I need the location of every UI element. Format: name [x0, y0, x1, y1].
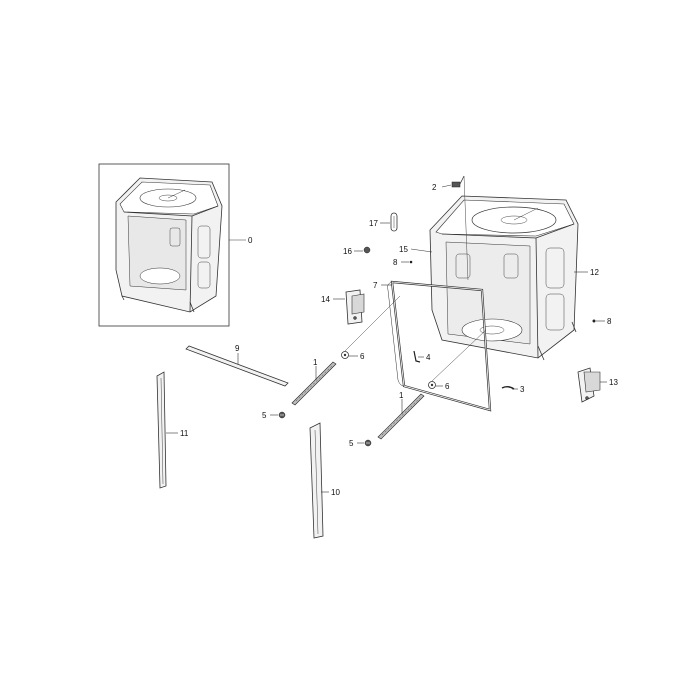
part-1-rail-right	[377, 393, 425, 440]
callout-3: 3	[520, 385, 525, 394]
callout-5a: 5	[262, 411, 267, 420]
callout-13: 13	[609, 378, 618, 387]
part-5-screw-left	[278, 411, 286, 419]
callout-8b: 8	[607, 317, 612, 326]
part-1-rail-left	[291, 361, 337, 406]
part-17-seal	[390, 212, 398, 232]
part-2-clip	[451, 175, 469, 281]
part-6-roller-left	[341, 295, 401, 359]
callout-10: 10	[331, 488, 340, 497]
callout-1b: 1	[399, 391, 404, 400]
callout-8a: 8	[393, 258, 398, 267]
callout-11: 11	[180, 429, 189, 438]
leader-2	[441, 184, 452, 188]
leader-15	[410, 248, 433, 253]
part-16-grommet	[363, 246, 371, 254]
part-0-tub-assembly-inset	[98, 163, 230, 327]
part-12-tub	[429, 195, 579, 361]
callout-14: 14	[321, 295, 330, 304]
part-5-screw-right	[364, 439, 372, 447]
callout-12: 12	[590, 268, 599, 277]
part-6-roller-right	[428, 329, 487, 389]
callout-17: 17	[369, 219, 378, 228]
callout-7: 7	[373, 281, 378, 290]
callout-6b: 6	[445, 382, 450, 391]
callout-1a: 1	[313, 358, 318, 367]
part-11-side-trim	[156, 371, 167, 489]
part-7-gasket	[387, 280, 492, 412]
callout-16: 16	[343, 247, 352, 256]
callout-15: 15	[399, 245, 408, 254]
callout-6a: 6	[360, 352, 365, 361]
callout-2: 2	[432, 183, 437, 192]
callout-9: 9	[235, 344, 240, 353]
callout-5b: 5	[349, 439, 354, 448]
part-10-side-trim	[309, 422, 324, 539]
callout-4: 4	[426, 353, 431, 362]
part-4-hook	[413, 350, 421, 363]
callout-0: 0	[248, 236, 253, 245]
part-8-screw-left	[409, 260, 413, 264]
part-3-tube	[501, 386, 515, 390]
part-9-trim-strip	[185, 345, 289, 387]
part-14-hinge-left	[345, 289, 365, 325]
part-8-screw-right	[592, 319, 596, 323]
part-13-hinge-right	[577, 367, 601, 403]
